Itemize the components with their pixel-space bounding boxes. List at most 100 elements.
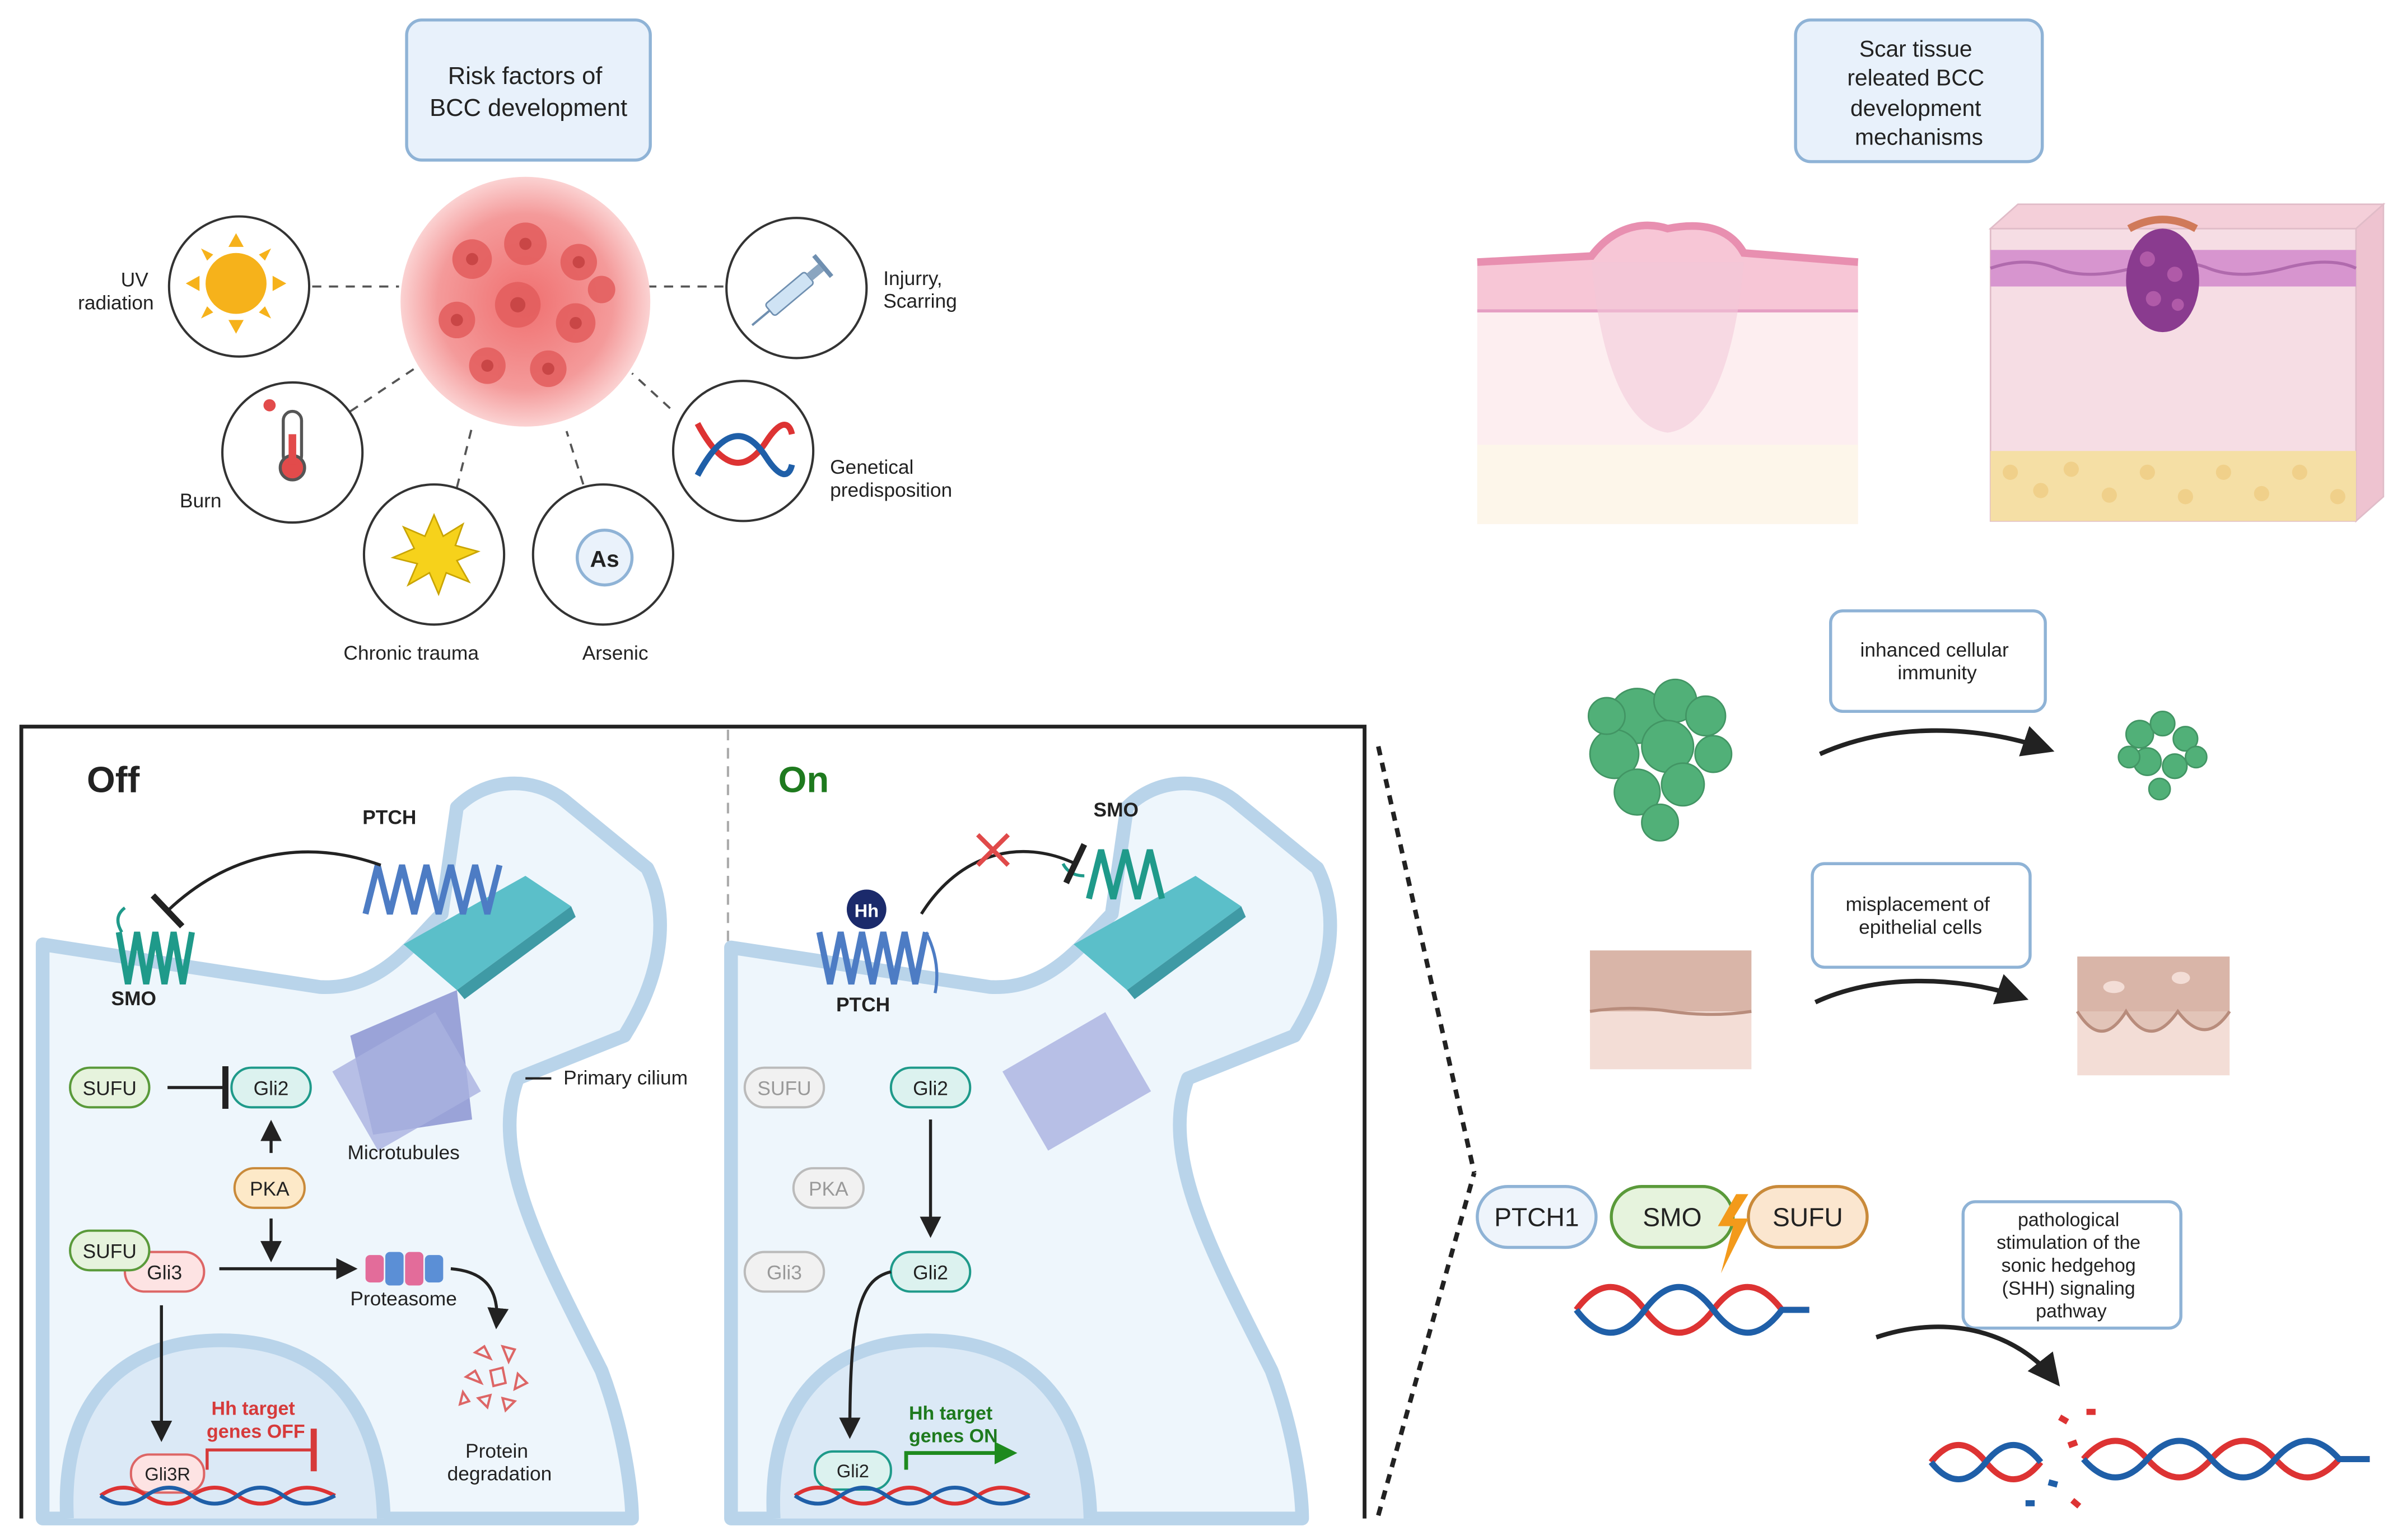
cross-icon bbox=[976, 833, 1010, 867]
lightning-icon bbox=[1718, 1194, 1748, 1273]
ptch1-gene-box bbox=[1476, 1185, 1598, 1249]
uv-label-line1: UV bbox=[121, 269, 149, 291]
risk-factors-title-line2: BCC development bbox=[430, 95, 627, 122]
immunity-line2: immunity bbox=[1897, 662, 1977, 684]
hh-label: Hh bbox=[855, 900, 879, 921]
shh-line2: stimulation of the bbox=[1997, 1232, 2140, 1253]
green-cell-cluster-large bbox=[1587, 678, 1733, 842]
misplacement-line2: epithelial cells bbox=[1859, 916, 1982, 938]
off-cell bbox=[35, 776, 667, 1525]
ptch-inhibits-smo bbox=[150, 850, 381, 928]
broken-dna-icon bbox=[1928, 1438, 2370, 1482]
on-pka-pill bbox=[792, 1167, 865, 1209]
on-gli2-top-label: Gli2 bbox=[913, 1078, 948, 1100]
syringe-icon bbox=[751, 254, 833, 326]
svg-text:Hh target genes ON: Hh target genes ON bbox=[909, 1403, 998, 1447]
on-gli3-pill bbox=[743, 1250, 825, 1293]
off-sufu-label: SUFU bbox=[83, 1078, 137, 1100]
shh-line1: pathological bbox=[2018, 1209, 2119, 1230]
shh-line5: pathway bbox=[2036, 1301, 2107, 1322]
ptch-receptor-on-icon bbox=[816, 931, 939, 993]
genetic-circle bbox=[671, 380, 815, 522]
scar-section: Scar tissue releated BCC development mec… bbox=[1476, 18, 2386, 1509]
svg-text:Hh target genes OFF: Hh target genes OFF bbox=[207, 1398, 305, 1443]
scar-skin-illustration bbox=[1477, 221, 1859, 524]
scar-title-line3: development bbox=[1850, 95, 1981, 121]
misplacement-box bbox=[1811, 862, 2032, 969]
on-gli3-label: Gli3 bbox=[767, 1262, 802, 1284]
injury-label-line1: Injurry, bbox=[883, 268, 942, 290]
protein-degradation-line1: Protein bbox=[465, 1440, 528, 1462]
off-smo-label: SMO bbox=[111, 988, 157, 1010]
on-target-line2: genes ON bbox=[909, 1426, 998, 1447]
off-pka-pill bbox=[233, 1167, 306, 1209]
ptch1-label: PTCH1 bbox=[1494, 1202, 1579, 1231]
misplacement-line1: misplacement of bbox=[1846, 894, 1990, 916]
protein-degradation-line2: degradation bbox=[447, 1463, 552, 1485]
bcc-skin-illustration bbox=[1988, 202, 2386, 523]
on-pka-label: PKA bbox=[809, 1178, 848, 1200]
tumor-illustration bbox=[400, 176, 651, 427]
sufu-gene-label: SUFU bbox=[1773, 1202, 1843, 1231]
off-ptch-label: PTCH bbox=[362, 807, 416, 829]
risk-factors-title-box bbox=[405, 18, 652, 162]
svg-text:UV radiation: UV radiation bbox=[78, 269, 154, 314]
shh-line3: sonic hedgehog bbox=[2002, 1255, 2136, 1276]
svg-text:Scar tissue releated BCC: Scar tissue releated BCC development mec… bbox=[1847, 36, 1990, 150]
on-cell bbox=[724, 776, 1337, 1525]
arsenic-label: Arsenic bbox=[582, 642, 649, 664]
trauma-label: Chronic trauma bbox=[343, 642, 479, 664]
off-sufu2-pill bbox=[69, 1229, 151, 1272]
immunity-arrow bbox=[1819, 726, 2055, 757]
svg-text:Genetical predisposition: Genetical predisposition bbox=[830, 456, 952, 501]
scar-title-line2: releated BCC bbox=[1847, 65, 1984, 91]
misplacement-arrow bbox=[1814, 974, 2029, 1005]
svg-text:Injurry, Scarring: Injurry, Scarring bbox=[883, 268, 957, 312]
on-target-line1: Hh target bbox=[909, 1403, 992, 1424]
on-ptch-label: PTCH bbox=[836, 994, 890, 1016]
on-sufu-label: SUFU bbox=[757, 1078, 811, 1100]
burst-icon bbox=[390, 513, 481, 596]
ptch-receptor-icon bbox=[362, 864, 503, 915]
injury-label-line2: Scarring bbox=[883, 291, 957, 312]
scar-title-line4: mechanisms bbox=[1855, 124, 1983, 150]
genetic-label-line1: Genetical bbox=[830, 456, 913, 478]
risk-factors-section: Risk factors of BCC development bbox=[78, 18, 957, 664]
svg-text:Protein degradation: Protein degradation bbox=[447, 1440, 552, 1485]
skin-sample-displaced bbox=[2075, 956, 2231, 1076]
on-microtubules-icon bbox=[1002, 875, 1246, 1151]
smo-receptor-off-icon bbox=[115, 906, 195, 985]
smo-gene-label: SMO bbox=[1643, 1202, 1701, 1231]
immunity-line1: inhanced cellular bbox=[1860, 639, 2009, 661]
dna-strand-icon bbox=[1574, 1284, 1809, 1336]
scar-title-line1: Scar tissue bbox=[1859, 36, 1972, 62]
uv-label-line2: radiation bbox=[78, 292, 154, 314]
protein-fragments-icon bbox=[458, 1345, 529, 1413]
off-gli3-label: Gli3 bbox=[147, 1262, 182, 1284]
svg-text:misplacement of epitheli: misplacement of epithelial cells bbox=[1846, 894, 1995, 939]
dna-icon bbox=[694, 422, 795, 477]
genetic-label-line2: predisposition bbox=[830, 479, 952, 501]
immunity-box bbox=[1829, 609, 2047, 713]
hh-ligand-icon bbox=[846, 889, 887, 930]
svg-text:Risk factors of BCC deve: Risk factors of BCC development bbox=[430, 63, 627, 122]
on-title: On bbox=[778, 759, 829, 800]
on-gli2-top-pill bbox=[889, 1066, 972, 1109]
off-gli2-pill bbox=[230, 1066, 312, 1109]
on-gli2-mid-label: Gli2 bbox=[913, 1262, 948, 1284]
off-sufu-pill bbox=[69, 1066, 151, 1109]
shh-line4: (SHH) signaling bbox=[2002, 1278, 2135, 1299]
shh-pathway-box bbox=[1961, 1200, 2182, 1330]
skin-sample-normal bbox=[1589, 950, 1752, 1070]
arsenic-symbol: As bbox=[590, 546, 619, 572]
thermometer-icon bbox=[263, 399, 306, 482]
proteasome-icon bbox=[365, 1252, 444, 1286]
off-dna-icon bbox=[99, 1486, 336, 1506]
sufu-gene-box bbox=[1747, 1185, 1869, 1249]
green-cell-cluster-small bbox=[2118, 710, 2208, 801]
off-target-line2: genes OFF bbox=[207, 1421, 305, 1442]
on-gli2-nucleus-label: Gli2 bbox=[837, 1460, 869, 1481]
scar-title-box bbox=[1794, 18, 2044, 164]
gli3r-label: Gli3R bbox=[144, 1464, 190, 1485]
